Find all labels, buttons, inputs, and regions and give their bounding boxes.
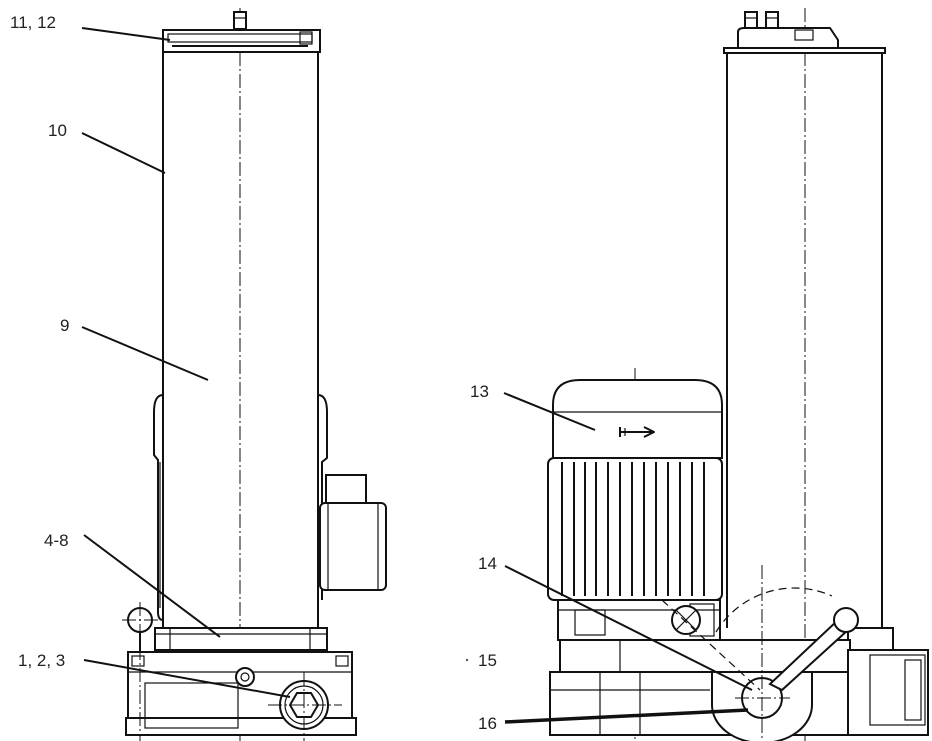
label-9: 9 — [60, 316, 69, 335]
left-body-left-bulge — [153, 394, 164, 621]
right-flange — [847, 627, 894, 651]
leader-9 — [81, 326, 209, 381]
left-pump — [122, 8, 387, 741]
right-reservoir — [726, 53, 883, 628]
right-motor — [547, 368, 723, 741]
marker-15-dot — [465, 658, 469, 662]
label-4-8: 4-8 — [44, 531, 69, 550]
left-body-right-bulge — [317, 394, 328, 600]
label-16: 16 — [478, 714, 497, 733]
label-1-2-3: 1, 2, 3 — [18, 651, 65, 670]
left-outlet-fitting — [268, 672, 342, 741]
callout-labels: 11, 12 10 9 4-8 1, 2, 3 13 14 15 16 — [10, 13, 497, 733]
right-pump-element — [711, 565, 813, 741]
left-reservoir — [162, 52, 319, 628]
label-14: 14 — [478, 554, 497, 573]
motor-fan-cover — [552, 379, 723, 459]
leader-lines — [81, 27, 753, 724]
leader-11-12 — [81, 27, 171, 41]
label-15: 15 — [478, 651, 497, 670]
left-cap — [162, 29, 321, 53]
leader-4-8 — [83, 534, 221, 638]
right-ball-valve — [661, 599, 761, 691]
leader-16 — [504, 708, 749, 724]
left-small-fitting — [235, 667, 255, 687]
right-pump — [547, 8, 929, 741]
label-10: 10 — [48, 121, 67, 140]
right-lever — [715, 587, 859, 692]
leader-14 — [504, 565, 753, 691]
rotation-arrow-icon — [619, 426, 655, 438]
left-ball-knob — [122, 602, 158, 741]
left-flange — [154, 627, 328, 651]
left-top-bolt — [233, 11, 247, 30]
leader-1-2-3 — [83, 659, 291, 698]
leader-10 — [81, 132, 166, 174]
label-13: 13 — [470, 382, 489, 401]
right-top-fittings — [723, 11, 886, 54]
left-motor-box — [319, 474, 387, 591]
label-11-12: 11, 12 — [10, 13, 56, 32]
leader-13 — [503, 392, 596, 431]
